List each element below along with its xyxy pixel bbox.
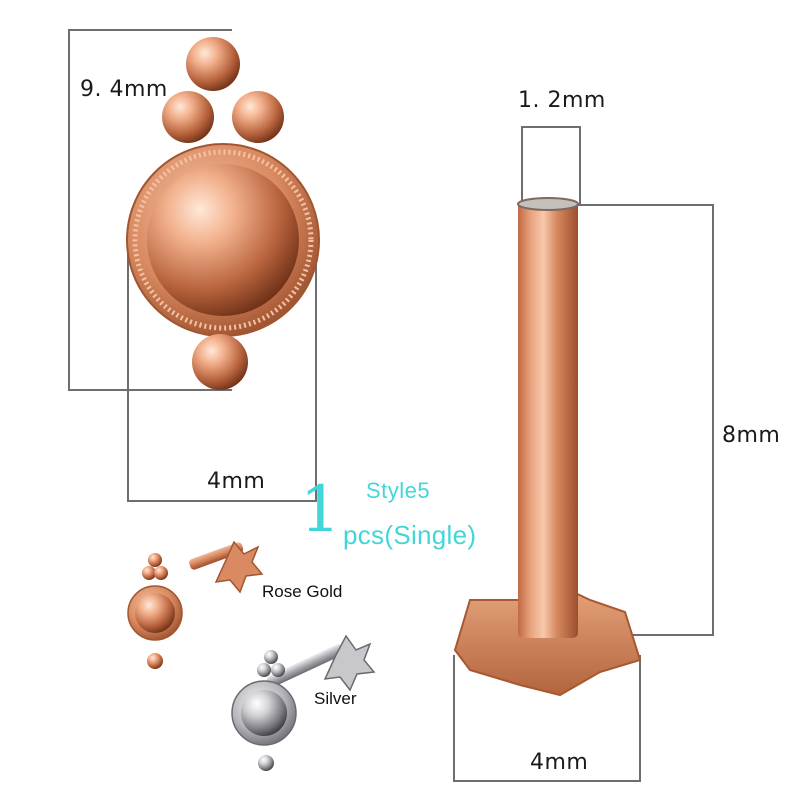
silver-variant — [231, 634, 376, 771]
silver-small-ball-top — [264, 650, 278, 664]
middle-left-ball — [162, 91, 214, 143]
dim-label-post-length: 8mm — [722, 423, 781, 448]
rose-small-post — [189, 542, 244, 570]
top-ball — [186, 37, 240, 91]
dim-line-top-height — [68, 29, 232, 391]
quantity-number: 1 — [300, 473, 341, 547]
rose-small-dome — [135, 593, 175, 633]
rose-small-star — [214, 540, 264, 594]
rose-small-ball-top — [148, 553, 162, 567]
labret-post — [453, 197, 642, 697]
silver-small-dome — [241, 690, 287, 736]
large-front-view — [126, 37, 320, 390]
dim-line-base-width — [453, 655, 641, 782]
rose-small-ball-bottom — [147, 653, 163, 669]
dimension-lines — [68, 29, 714, 782]
dim-line-post-diameter — [521, 126, 581, 204]
rose-small-ball-left — [142, 566, 156, 580]
bottom-ball — [192, 334, 248, 390]
dim-label-top-height: 9. 4mm — [80, 77, 168, 102]
silver-small-ball-left — [257, 663, 271, 677]
silver-small-ball-right — [271, 663, 285, 677]
silver-small-star — [323, 634, 376, 692]
center-dome — [147, 164, 299, 316]
silver-small-ball-bottom — [258, 755, 274, 771]
rose-gold-variant — [127, 540, 264, 669]
dim-label-front-width: 4mm — [207, 469, 266, 494]
rose-small-ball-right — [154, 566, 168, 580]
beaded-rim — [132, 149, 314, 331]
middle-right-ball — [232, 91, 284, 143]
quantity-text: pcs(Single) — [343, 520, 477, 550]
dim-line-post-length — [560, 204, 714, 636]
dim-line-front-width — [127, 238, 317, 502]
dim-label-base-width: 4mm — [530, 750, 589, 775]
silver-label: Silver — [314, 689, 357, 708]
dim-label-post-diameter: 1. 2mm — [518, 88, 606, 113]
rose-gold-label: Rose Gold — [262, 582, 343, 601]
post-opening — [517, 197, 579, 211]
post-shaft — [518, 200, 578, 638]
silver-small-post — [266, 644, 344, 688]
style-label: Style5 — [366, 478, 431, 503]
